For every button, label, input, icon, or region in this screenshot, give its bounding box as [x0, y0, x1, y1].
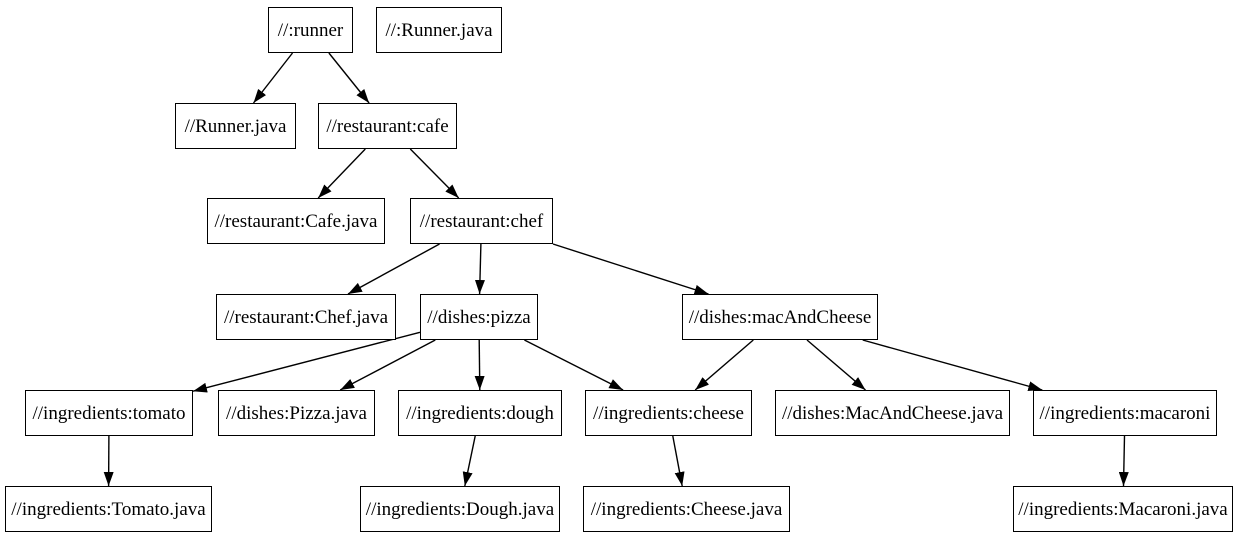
graph-edge-chef-to-chef_java — [347, 243, 440, 295]
graph-node-runner_java: //Runner.java — [175, 103, 296, 149]
graph-edge-pizza-to-tomato — [192, 331, 421, 393]
graph-node-runner: //:runner — [268, 7, 353, 53]
graph-node-runner_java_root: //:Runner.java — [376, 7, 502, 53]
graph-edge-runner-to-cafe — [328, 52, 370, 104]
graph-node-dough: //ingredients:dough — [398, 390, 562, 436]
graph-node-mac_java: //dishes:MacAndCheese.java — [775, 390, 1010, 436]
graph-edge-mac-to-macaroni — [862, 339, 1043, 392]
graph-edge-chef-to-pizza — [474, 243, 485, 295]
graph-edge-pizza-to-pizza_java — [339, 339, 436, 391]
graph-edge-macaroni-to-macaroni_java — [1118, 435, 1129, 487]
graph-edge-pizza-to-cheese — [524, 339, 624, 391]
graph-node-mac: //dishes:macAndCheese — [682, 294, 878, 340]
graph-edge-mac-to-cheese — [694, 339, 754, 391]
graph-node-macaroni: //ingredients:macaroni — [1033, 390, 1217, 436]
graph-node-dough_java: //ingredients:Dough.java — [360, 486, 560, 532]
graph-edge-pizza-to-dough — [474, 339, 485, 391]
graph-node-chef: //restaurant:chef — [410, 198, 553, 244]
graph-node-cafe_java: //restaurant:Cafe.java — [207, 198, 385, 244]
graph-node-chef_java: //restaurant:Chef.java — [216, 294, 396, 340]
graph-node-cafe: //restaurant:cafe — [318, 103, 457, 149]
graph-edge-runner-to-runner_java — [252, 52, 294, 104]
graph-node-pizza_java: //dishes:Pizza.java — [218, 390, 375, 436]
graph-edge-cafe-to-chef — [409, 148, 460, 199]
graph-node-cheese_java: //ingredients:Cheese.java — [583, 486, 790, 532]
graph-edge-dough-to-dough_java — [462, 435, 476, 487]
graph-edge-chef-to-mac — [552, 243, 709, 295]
graph-edge-cafe-to-cafe_java — [317, 148, 366, 199]
graph-node-cheese: //ingredients:cheese — [585, 390, 752, 436]
graph-edge-cheese-to-cheese_java — [672, 435, 685, 487]
graph-node-pizza: //dishes:pizza — [420, 294, 538, 340]
graph-node-tomato_java: //ingredients:Tomato.java — [5, 486, 212, 532]
graph-edge-mac-to-mac_java — [806, 339, 866, 391]
graph-node-tomato: //ingredients:tomato — [25, 390, 193, 436]
graph-node-macaroni_java: //ingredients:Macaroni.java — [1013, 486, 1233, 532]
